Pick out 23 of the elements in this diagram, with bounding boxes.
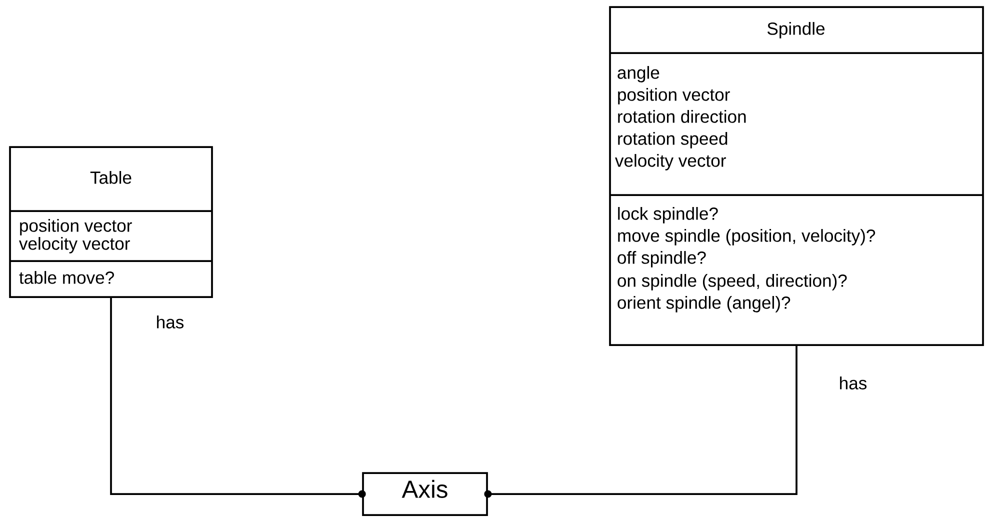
edge-label: has	[838, 375, 868, 391]
class-name: Spindle	[767, 22, 825, 38]
class-name: Table	[90, 170, 132, 184]
member-text: position vector	[618, 88, 730, 104]
member-text: on spindle (speed, direction)?	[618, 274, 847, 290]
edge-label: has	[154, 314, 186, 330]
connector-line	[484, 346, 798, 498]
member-text: velocity vector	[615, 154, 726, 170]
class-box	[9, 146, 213, 298]
class-name: Axis	[402, 480, 448, 498]
member-text: rotation direction	[618, 110, 746, 123]
member-text: lock spindle?	[618, 206, 718, 224]
member-text: orient spindle (angel)?	[618, 296, 790, 312]
member-text: rotation speed	[618, 132, 728, 148]
member-text: angle	[618, 66, 660, 82]
member-text: move spindle (position, velocity)?	[618, 228, 876, 246]
member-text: velocity vector	[19, 236, 130, 254]
connector-line	[110, 298, 366, 498]
member-text: position vector	[20, 218, 132, 236]
member-text: table move?	[19, 270, 114, 284]
class-box	[362, 472, 488, 516]
class-box	[609, 6, 984, 346]
member-text: off spindle?	[618, 250, 706, 268]
